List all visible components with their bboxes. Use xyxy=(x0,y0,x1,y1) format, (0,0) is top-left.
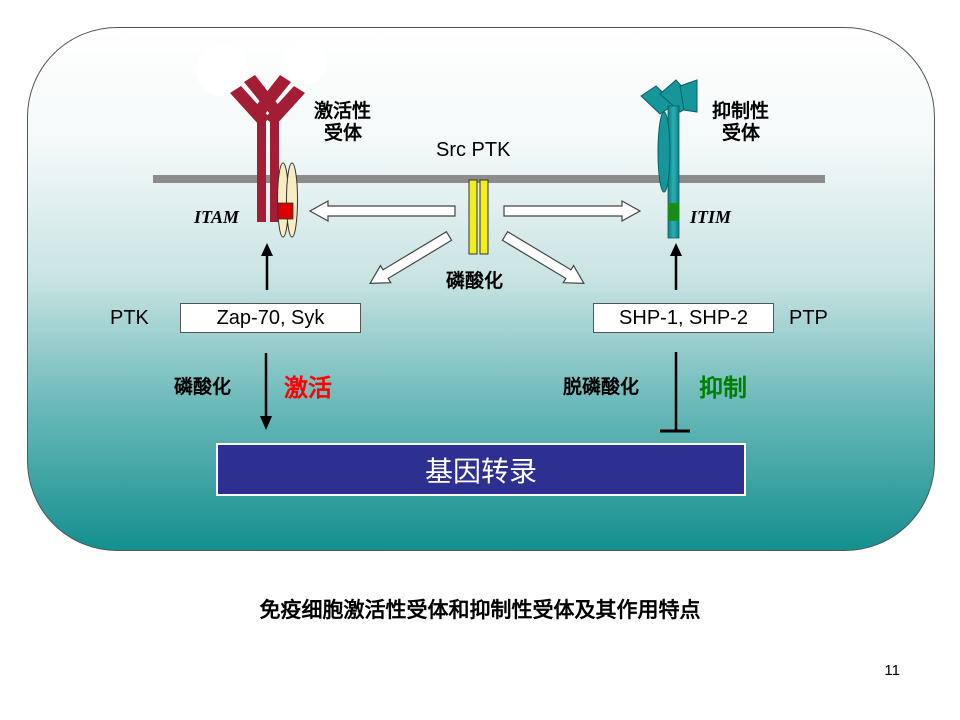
src-to-itim-arrow xyxy=(503,199,642,223)
inhibitory-receptor-label-2: 受体 xyxy=(722,122,761,144)
ptk-kinase-box: Zap-70, Syk xyxy=(180,303,361,333)
inhibitory-receptor-icon xyxy=(640,79,698,239)
gene-transcription-box: 基因转录 xyxy=(216,443,746,496)
inhibit-label: 抑制 xyxy=(699,374,747,402)
phosphorylation-left-label: 磷酸化 xyxy=(174,376,232,398)
src-to-itam-arrow xyxy=(308,199,456,223)
activating-receptor-label-2: 受体 xyxy=(324,122,363,144)
ptp-label: PTP xyxy=(789,307,828,329)
antibody-glow xyxy=(196,40,327,96)
cell-membrane xyxy=(153,175,825,183)
activation-down-arrow xyxy=(260,353,272,430)
itam-label: ITAM xyxy=(194,207,240,227)
itim-label: ITIM xyxy=(690,207,732,227)
inhibition-bar xyxy=(660,352,690,433)
figure-caption: 免疫细胞激活性受体和抑制性受体及其作用特点 xyxy=(259,598,701,622)
src-ptk-icon xyxy=(468,179,489,255)
src-to-ptk-arrow xyxy=(369,230,453,285)
phosphorylation-center-label: 磷酸化 xyxy=(446,270,504,292)
activate-label: 激活 xyxy=(284,374,332,402)
src-ptk-label: Src PTK xyxy=(436,139,511,161)
ptp-up-arrow xyxy=(670,243,682,290)
ptk-up-arrow xyxy=(261,243,273,290)
inhibitory-receptor-label-1: 抑制性 xyxy=(712,100,770,122)
accessory-chain-icon xyxy=(277,162,298,238)
dephosphorylation-label: 脱磷酸化 xyxy=(563,376,640,398)
activating-receptor-label-1: 激活性 xyxy=(314,100,372,122)
ptk-label: PTK xyxy=(110,307,149,329)
ptp-phosphatase-box: SHP-1, SHP-2 xyxy=(593,303,774,333)
src-to-ptp-arrow xyxy=(501,230,585,285)
page-number: 11 xyxy=(884,662,900,679)
activating-receptor-icon xyxy=(230,75,305,222)
